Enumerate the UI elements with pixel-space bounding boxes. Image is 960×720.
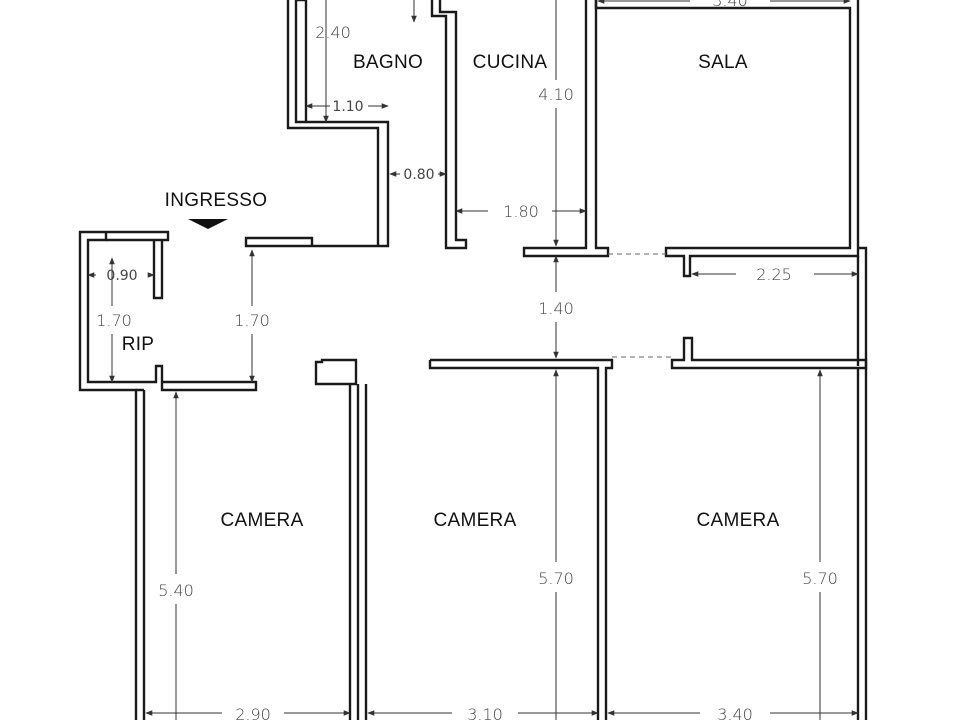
dim-cucina-height: 4.10: [538, 85, 574, 104]
dim-rip-height: 1.70: [96, 311, 132, 330]
label-camera-right: CAMERA: [696, 510, 779, 531]
wall-camera-left-right: [314, 358, 360, 720]
dim-cucina-width: 1.80: [503, 202, 539, 221]
entry-arrow-icon: [188, 219, 228, 229]
wall-bagno-inner: [296, 0, 308, 122]
label-cucina: CUCINA: [473, 52, 548, 73]
dim-corridor-length: 2.25: [756, 265, 792, 284]
wall-sala: [594, 0, 860, 278]
dimension-labels: 2.40 1.10 0.80 4.10 1.80 3.40 2.25 1.40 …: [96, 0, 838, 720]
walls: [78, 0, 868, 720]
wall-camera-left: [136, 388, 146, 720]
dim-bagno-height: 2.40: [315, 23, 351, 42]
thresholds: [608, 253, 672, 358]
room-labels: BAGNO CUCINA SALA INGRESSO RIP CAMERA CA…: [122, 52, 780, 531]
label-bagno: BAGNO: [353, 52, 423, 73]
wall-bagno-right: [430, 0, 468, 250]
dim-camera-center-width: 3.10: [467, 705, 503, 720]
dim-camera-left-height: 5.40: [158, 581, 194, 600]
dim-bagno-width: 1.10: [332, 99, 363, 115]
label-sala: SALA: [698, 52, 748, 73]
dim-camera-right-height: 5.70: [802, 569, 838, 588]
dim-ingresso-height: 1.70: [234, 311, 270, 330]
wall-cucina-right: [522, 0, 610, 258]
dim-camera-right-width: 3.40: [717, 705, 753, 720]
wall-rip-stub: [152, 240, 164, 300]
label-camera-left: CAMERA: [220, 510, 303, 531]
label-ingresso: INGRESSO: [165, 190, 268, 211]
wall-bagno-outer: [244, 0, 390, 248]
label-rip: RIP: [122, 334, 155, 355]
dim-rip-width: 0.90: [106, 268, 137, 284]
label-camera-center: CAMERA: [433, 510, 516, 531]
dim-corridor-width: 1.40: [538, 299, 574, 318]
dimension-lines: [87, 0, 859, 720]
wall-rip: [78, 230, 258, 720]
dim-camera-left-width: 2.90: [235, 705, 271, 720]
wall-camera-right: [670, 336, 868, 370]
dim-sala-width: 3.40: [712, 0, 748, 10]
wall-camera-center: [364, 358, 614, 720]
wall-rip-top: [106, 230, 170, 242]
dim-passage-width: 0.80: [403, 167, 434, 183]
dim-camera-center-height: 5.70: [538, 569, 574, 588]
